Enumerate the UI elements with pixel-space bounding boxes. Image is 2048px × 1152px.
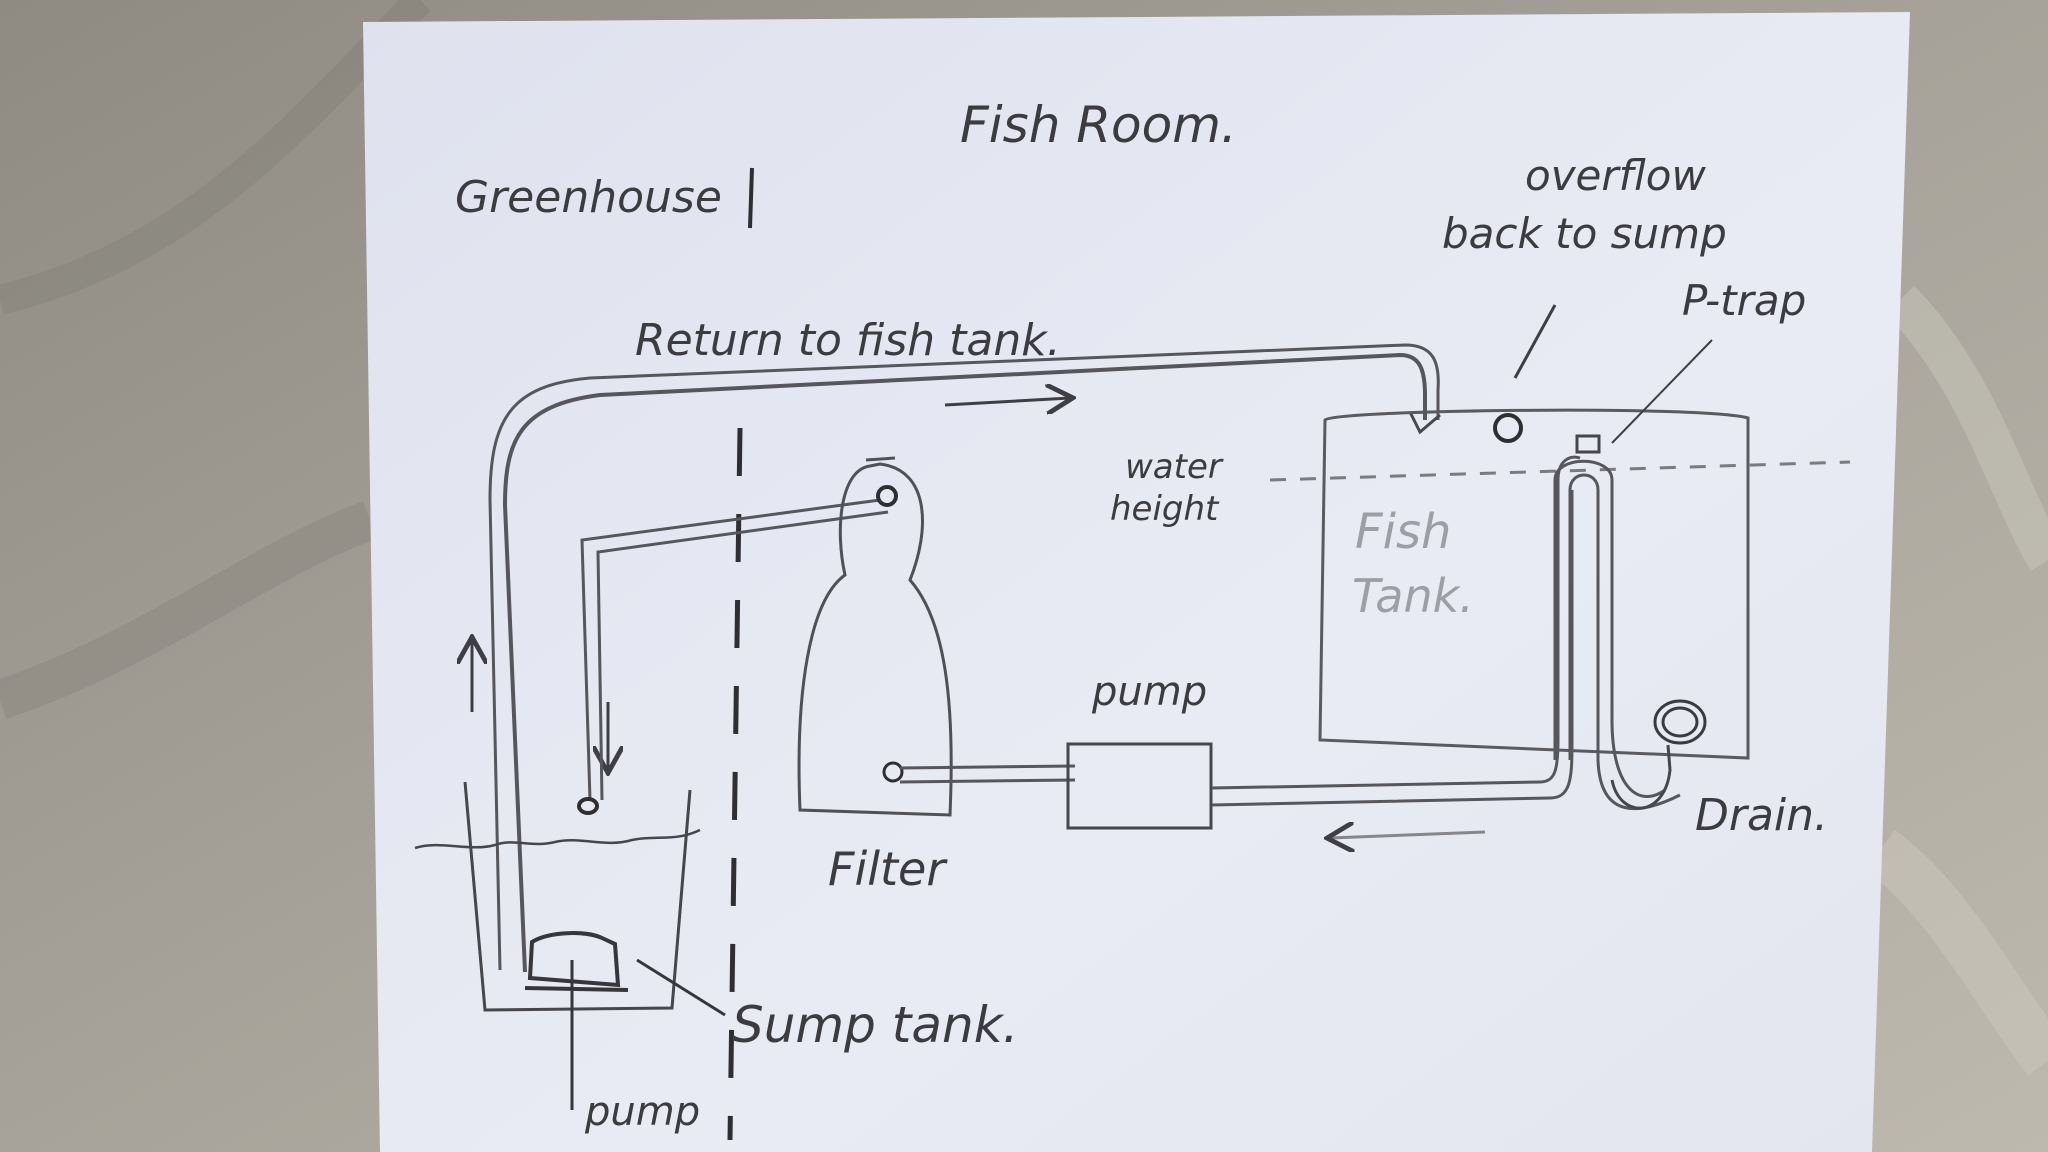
sump-water-line [414,828,701,850]
sump-tank-label: Sump tank. [732,996,1019,1054]
water-height-label-line1: water [1125,447,1224,487]
overflow-label-line1: overflow [1525,151,1706,200]
p-trap-pointer-line [1611,339,1713,444]
fish-tank-label-line1: Fish [1355,504,1451,560]
flow-arrow-right [944,398,1070,405]
sump-tank-pointer-line [636,958,726,1017]
pump-tank-pipe-b [1211,490,1574,807]
p-trap-label: P-trap [1682,276,1806,325]
overflow-pointer-line [1513,304,1557,379]
fish-tank-label-line2: Tank. [1352,569,1474,623]
filter-body [797,462,953,817]
filter-inlet-port [882,761,904,783]
fish-tank-outline [1318,408,1750,760]
filter-to-sump-pipe-b [596,510,889,801]
water-height-label-line2: height [1110,489,1220,529]
paper-sheet [363,12,1910,1152]
mid-pump-box [1066,742,1213,830]
mid-pump-label: pump [1091,669,1207,715]
filter-outlet-port [876,485,898,507]
greenhouse-divider-mark [748,167,754,229]
filter-pump-pipe-a [899,764,1076,770]
flow-arrow-left [1330,832,1486,838]
overflow-label-line2: back to sump [1442,209,1727,258]
drain-opening [1653,699,1707,745]
water-height-line [1269,460,1851,482]
p-trap-cap [1575,434,1601,454]
pump-tank-pipe-a [1211,455,1581,790]
return-pipe-inner [488,343,1440,971]
filter-to-sump-pipe-a [580,498,881,801]
return-label: Return to fish tank. [635,315,1061,366]
filter-pump-pipe-b [899,778,1076,784]
return-pipe-outer [502,352,1427,973]
drain-elbow [1610,744,1672,810]
drain-label: Drain. [1695,790,1828,841]
sump-return-outlet [577,797,599,815]
overflow-port [1493,413,1523,443]
fish-room-label: Fish Room. [960,96,1237,154]
greenhouse-label: Greenhouse [455,172,722,223]
return-inlet-arrow [1408,411,1441,435]
p-trap-pipe-a [1553,459,1666,798]
sump-pump-label: pump [584,1089,700,1135]
sump-pump-body [527,931,621,988]
filter-label: Filter [828,842,948,896]
sump-tank-outline [463,781,692,1012]
wall-divider-line [727,427,743,1141]
